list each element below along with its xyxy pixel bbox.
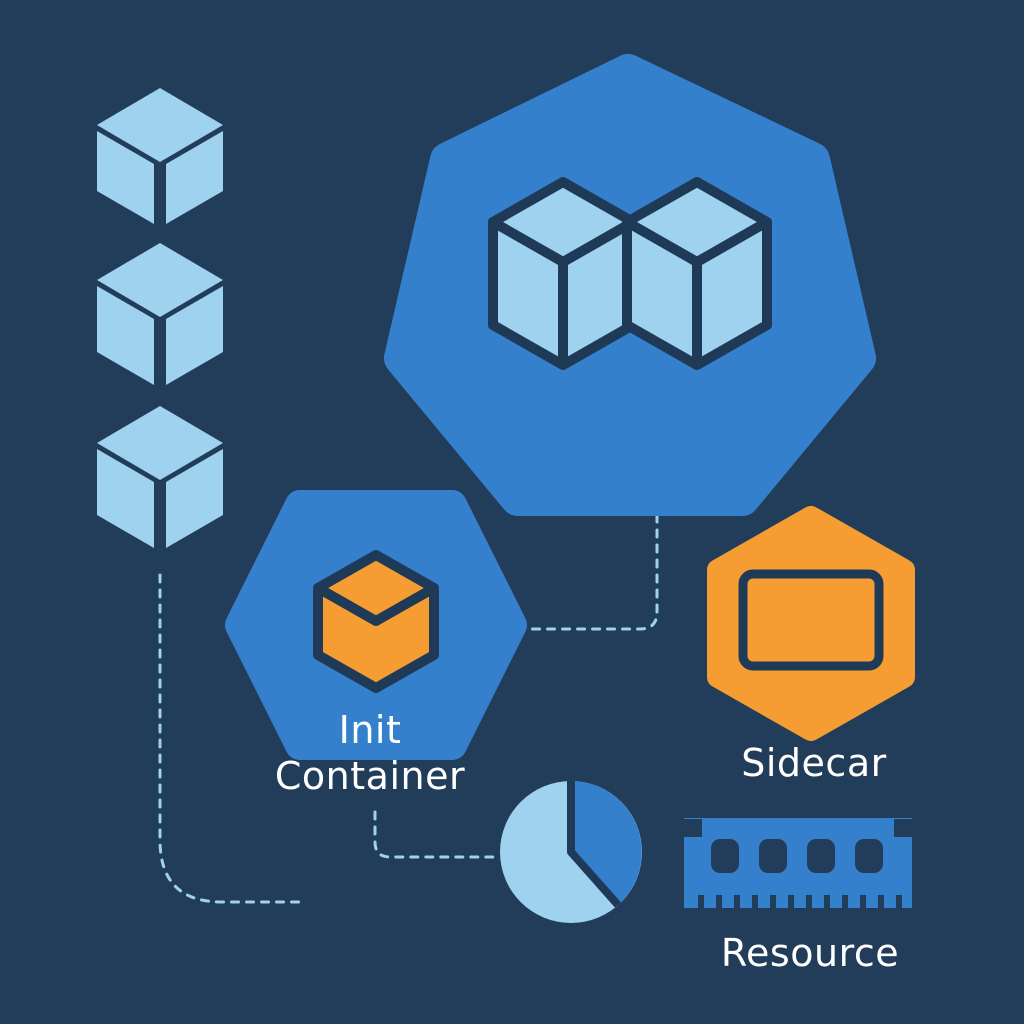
cube-icon <box>313 550 439 693</box>
pod-node <box>384 54 876 516</box>
cube-icon <box>97 243 223 385</box>
connectors <box>158 513 659 904</box>
window-icon <box>738 569 884 671</box>
resource-label: Resource <box>720 931 900 975</box>
cube-icon <box>97 406 223 548</box>
connector-init-to-cpu <box>373 810 497 859</box>
sidecar-node <box>707 506 915 741</box>
cube-stack <box>97 88 223 548</box>
connector-pod-to-init <box>523 513 659 631</box>
pie-chart-icon <box>500 781 642 923</box>
sidecar-label: Sidecar <box>741 741 887 785</box>
init-container-label: Init Container <box>250 707 490 799</box>
init-container-label-line2: Container <box>274 754 466 798</box>
connector-stack-to-bottom <box>158 573 302 904</box>
memory-chip-icon <box>684 818 912 908</box>
double-cube-icon <box>488 177 772 370</box>
init-container-label-line1: Init <box>338 708 402 752</box>
cube-icon <box>97 88 223 224</box>
init-container-node <box>225 490 527 760</box>
